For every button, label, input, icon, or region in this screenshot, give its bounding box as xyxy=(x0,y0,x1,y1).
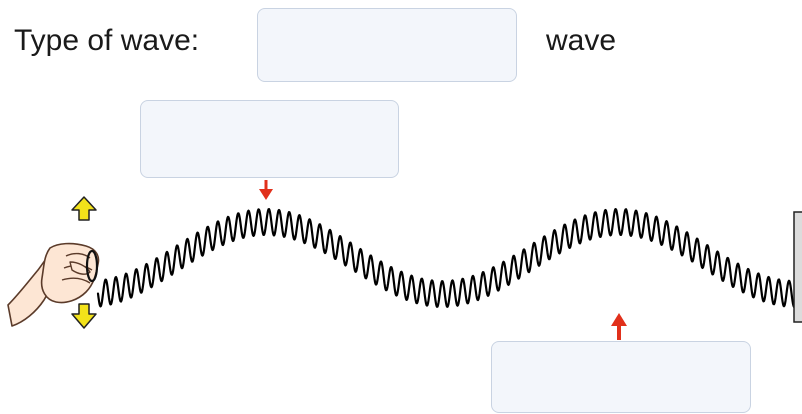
down-arrow-icon xyxy=(71,303,97,329)
spring-wave xyxy=(96,208,796,308)
up-arrow-icon xyxy=(71,196,97,221)
right-wall xyxy=(793,211,802,323)
crest-pointer-arrow xyxy=(259,180,273,200)
crest-label-box[interactable] xyxy=(140,100,399,178)
wave-type-input-box[interactable] xyxy=(257,8,517,82)
wave-suffix-label: wave xyxy=(546,24,617,57)
type-of-wave-label: Type of wave: xyxy=(14,24,200,57)
trough-pointer-arrow xyxy=(611,313,627,340)
trough-label-box[interactable] xyxy=(491,341,751,413)
hand-icon xyxy=(7,242,100,327)
